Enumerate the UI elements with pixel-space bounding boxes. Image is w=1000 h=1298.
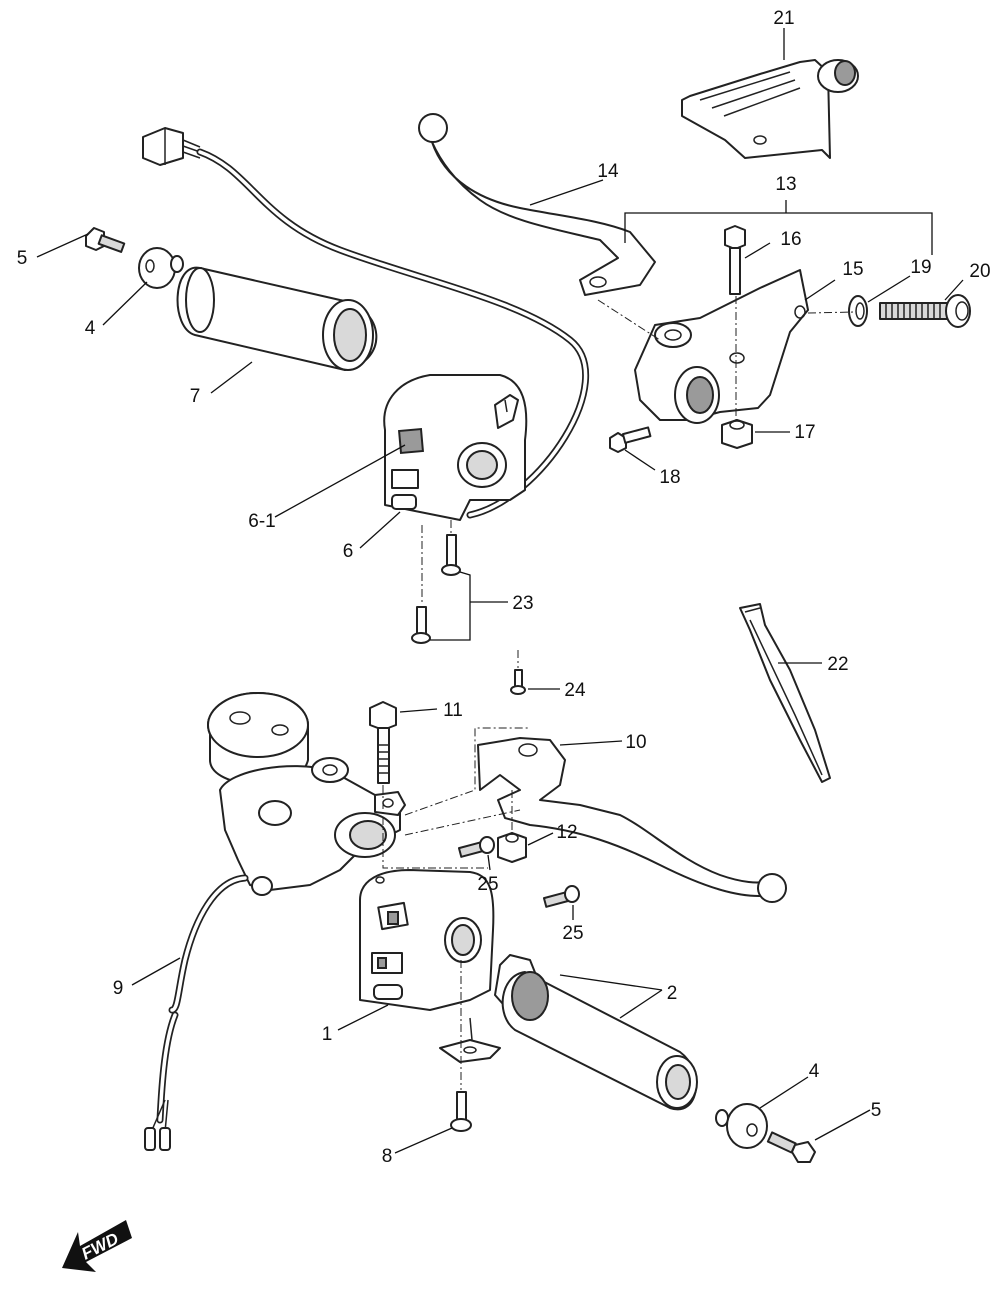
part-5-bolt-lower	[766, 1131, 816, 1163]
callout-25-a: 25	[477, 874, 498, 895]
callout-4-lower: 4	[809, 1061, 820, 1082]
part-22-cable-tie	[739, 603, 831, 783]
callout-20: 20	[969, 261, 990, 282]
fwd-arrow-icon: FWD	[62, 1220, 132, 1272]
part-19-washer	[848, 295, 868, 327]
callout-18: 18	[659, 467, 680, 488]
callout-17: 17	[794, 422, 815, 443]
callout-6-1: 6-1	[248, 511, 275, 532]
callout-7: 7	[190, 386, 201, 407]
part-18-bolt	[609, 426, 652, 453]
part-16-bolt	[724, 225, 746, 295]
switch-cable-upper	[142, 127, 590, 519]
callout-8: 8	[382, 1146, 393, 1167]
part-25-screws	[457, 836, 580, 908]
part-9-brake-switch-wire	[144, 874, 249, 1151]
part-8-screw	[439, 960, 501, 1132]
part-21-lever-guard	[681, 59, 859, 159]
fwd-label: FWD	[78, 1229, 121, 1264]
callout-5-upper: 5	[17, 248, 28, 269]
callout-10: 10	[625, 732, 646, 753]
part-4-bar-end-weight-lower	[715, 1103, 768, 1149]
callout-24: 24	[564, 680, 586, 701]
part-23-screws	[411, 520, 471, 644]
callout-2: 2	[667, 983, 678, 1004]
part-20-adjuster-bolt	[879, 294, 971, 328]
part-5-bolt-upper	[85, 227, 126, 253]
callout-4-upper: 4	[85, 318, 96, 339]
part-7-grip	[176, 266, 378, 371]
part-12-nut	[497, 832, 527, 863]
callout-21: 21	[773, 8, 794, 29]
part-1-switch-housing-lower	[359, 869, 495, 1011]
part-10-lever-lower	[477, 737, 787, 903]
part-6-switch-housing-upper	[383, 374, 528, 521]
callout-15: 15	[842, 259, 863, 280]
part-15-lever-holder	[634, 269, 809, 424]
callout-13: 13	[775, 174, 796, 195]
callout-14: 14	[597, 161, 619, 182]
part-11-bolt	[369, 701, 397, 784]
callout-16: 16	[780, 229, 801, 250]
callout-25-b: 25	[562, 923, 583, 944]
callout-9: 9	[113, 978, 124, 999]
callout-6: 6	[343, 541, 354, 562]
part-9-master-cylinder	[207, 692, 406, 896]
callout-12: 12	[556, 822, 577, 843]
part-17-nut	[721, 419, 753, 449]
part-24-screw	[510, 650, 526, 695]
callout-22: 22	[827, 654, 848, 675]
callout-1: 1	[322, 1024, 333, 1045]
callout-19: 19	[910, 257, 931, 278]
callout-11: 11	[443, 700, 463, 721]
callout-23: 23	[512, 593, 533, 614]
callout-5-lower: 5	[871, 1100, 882, 1121]
part-2-throttle-grip	[494, 954, 698, 1111]
part-13-assembly-bracket	[624, 200, 933, 255]
part-14-lever	[418, 113, 656, 296]
part-4-bar-end-weight-upper	[138, 247, 184, 289]
